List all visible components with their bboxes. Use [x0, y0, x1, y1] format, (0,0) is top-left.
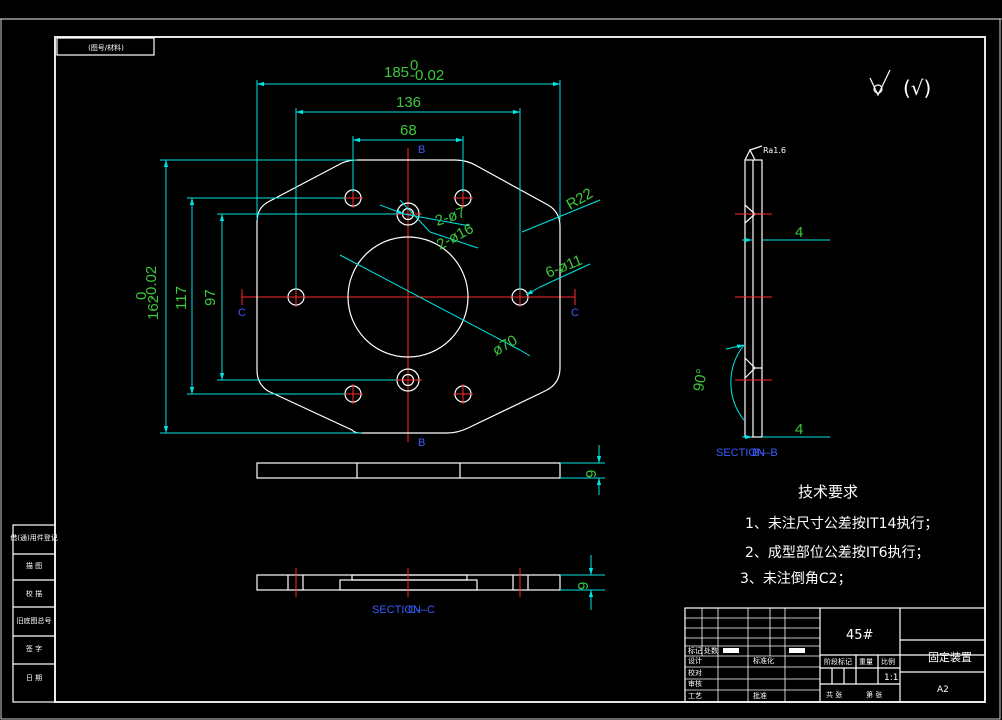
requirement-item-3: 3、未注倒角C2；	[740, 571, 852, 587]
tb-sheet: 第 张	[866, 690, 882, 699]
dim-117: 117	[173, 286, 190, 310]
left-strip: 借(通)用件登记 描 图 校 描 旧底图总号 签 字 日 期	[10, 524, 58, 703]
sheet-border	[0, 18, 1002, 720]
dim-bb-bottom: 4	[795, 421, 803, 438]
tb-stage: 阶段标记	[824, 657, 852, 666]
svg-text:(√): (√)	[903, 76, 931, 100]
left-strip-label-0: 借(通)用件登记	[10, 533, 57, 542]
section-mark-c-left: C	[238, 307, 246, 319]
front-view: 185 0 -0.02 136 68 162 0 -0.02 117 97	[133, 57, 601, 449]
section-mark-b-bottom: B	[418, 437, 425, 449]
section-bb-prefix: SECTION	[716, 447, 765, 459]
dim-thickness-top: 9	[583, 470, 600, 478]
dim-162-tol-upper: 0	[133, 292, 150, 300]
dim-185: 185	[384, 64, 409, 81]
tb-process: 工艺	[688, 692, 702, 700]
central-bore	[347, 236, 469, 358]
dim-162-tol-lower: -0.02	[143, 266, 160, 300]
section-bb-name: B—B	[752, 447, 778, 459]
dim-thickness-bottom: 9	[575, 582, 592, 590]
tb-part-name: 固定装置	[928, 650, 972, 664]
svg-text:Ra1.6: Ra1.6	[763, 146, 786, 155]
tb-ratio: 比例	[881, 657, 895, 666]
tb-scale: 1:1	[884, 673, 898, 683]
section-cc-name: C—C	[408, 604, 435, 616]
dim-bb-top: 4	[795, 224, 803, 241]
tb-total: 共 张	[826, 690, 842, 699]
title-block: 标记 处数 设计 标准化 校对 审核 工艺 批准 阶段标记 重量 比例 共 张 …	[684, 607, 986, 703]
tb-count: 处数	[704, 646, 718, 655]
plate-outline	[256, 159, 561, 434]
top-edge-view: 9	[256, 445, 605, 495]
dim-angle: 90°	[690, 367, 711, 392]
section-cc-view: 9 SECTION C—C	[256, 555, 605, 616]
left-strip-label-1: 描 图	[26, 561, 42, 570]
dim-r22: R22	[564, 185, 596, 213]
tb-sheet-size: A2	[937, 685, 949, 695]
svg-text:(图号/材料): (图号/材料)	[88, 43, 124, 52]
technical-requirements: 技术要求 1、未注尺寸公差按IT14执行； 2、成型部位公差按IT6执行； 3、…	[740, 483, 938, 587]
tb-proofread: 校对	[688, 668, 702, 677]
requirement-item-2: 2、成型部位公差按IT6执行；	[745, 545, 930, 561]
dim-68: 68	[400, 122, 417, 139]
section-cc-prefix: SECTION	[372, 604, 421, 616]
left-strip-label-4: 签 字	[26, 644, 42, 653]
tb-weight: 重量	[859, 658, 873, 666]
section-mark-c-right: C	[571, 307, 579, 319]
left-strip-label-5: 日 期	[26, 674, 42, 682]
tb-standardize: 标准化	[753, 656, 774, 665]
left-strip-label-3: 旧底图总号	[17, 616, 52, 625]
left-strip-label-2: 校 描	[26, 589, 42, 598]
callout-6-d11: 6-ø11	[543, 252, 585, 282]
drawing-number-stamp: (图号/材料)	[56, 37, 155, 56]
requirements-heading: 技术要求	[798, 483, 858, 501]
tb-mark: 标记	[688, 646, 702, 655]
dim-185-tol-lower: -0.02	[410, 67, 444, 84]
section-mark-b-top: B	[418, 144, 425, 156]
tb-approve: 批准	[753, 691, 767, 700]
roughness-symbol: (√)	[869, 69, 931, 100]
tb-design: 设计	[688, 656, 702, 665]
requirement-item-1: 1、未注尺寸公差按IT14执行；	[745, 516, 938, 532]
dim-136: 136	[396, 94, 421, 111]
dim-162: 162	[145, 295, 162, 320]
section-bb-view: Ra1.6 4 4 90° SECTION B—B	[690, 145, 830, 459]
dim-97: 97	[202, 289, 219, 306]
tb-review: 审核	[688, 679, 702, 688]
dim-185-tol-upper: 0	[410, 57, 418, 74]
tb-material: 45#	[846, 628, 873, 643]
